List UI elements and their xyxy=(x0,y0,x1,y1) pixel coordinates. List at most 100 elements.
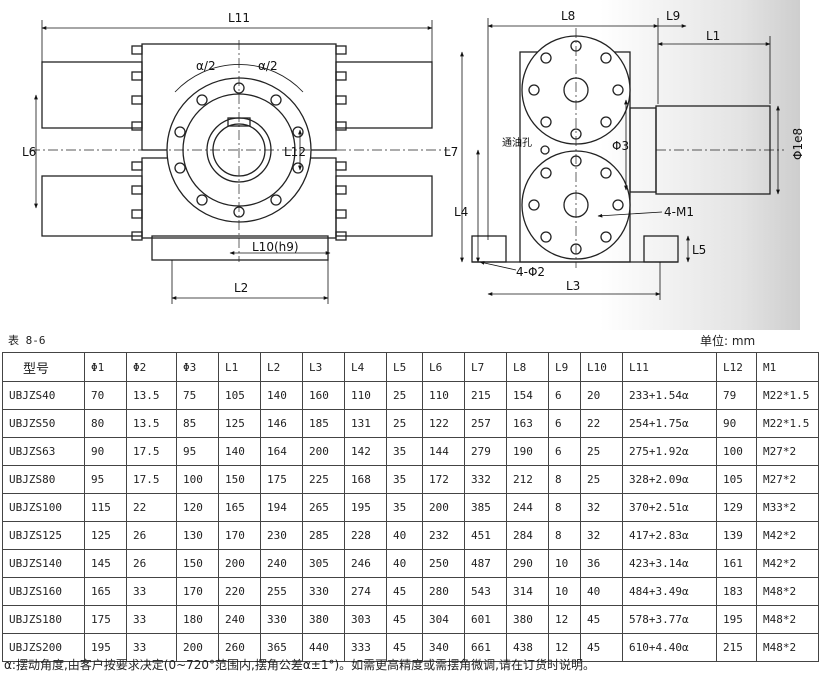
value-cell: M48*2 xyxy=(756,577,819,606)
value-cell: 578+3.77α xyxy=(622,605,717,634)
value-cell: 85 xyxy=(176,409,219,438)
model-cell: UBJZS63 xyxy=(2,437,85,466)
label-phi3: Φ3 xyxy=(612,139,629,153)
value-cell: 12 xyxy=(548,633,581,662)
value-cell: 130 xyxy=(176,521,219,550)
value-cell: 200 xyxy=(176,633,219,662)
value-cell: 6 xyxy=(548,381,581,410)
value-cell: 6 xyxy=(548,437,581,466)
value-cell: 13.5 xyxy=(126,409,177,438)
value-cell: 146 xyxy=(260,409,303,438)
value-cell: M42*2 xyxy=(756,521,819,550)
value-cell: 417+2.83α xyxy=(622,521,717,550)
value-cell: 8 xyxy=(548,465,581,494)
side-dimension-text: L8 L9 L1 Φ1e8 Φ3 L7 L4 4-M1 L5 4-Φ2 L3 通… xyxy=(444,9,805,293)
value-cell: 33 xyxy=(126,605,177,634)
right-studs xyxy=(335,45,347,241)
model-cell: UBJZS140 xyxy=(2,549,85,578)
value-cell: 95 xyxy=(84,465,127,494)
label-vent-hole: 通油孔 xyxy=(502,136,532,149)
value-cell: 79 xyxy=(716,381,757,410)
value-cell: 125 xyxy=(84,521,127,550)
value-cell: 25 xyxy=(386,409,423,438)
value-cell: 244 xyxy=(506,493,549,522)
value-cell: 95 xyxy=(176,437,219,466)
value-cell: 105 xyxy=(218,381,261,410)
value-cell: 100 xyxy=(176,465,219,494)
value-cell: 131 xyxy=(344,409,387,438)
label-l9: L9 xyxy=(666,9,680,23)
label-l5: L5 xyxy=(692,243,706,257)
value-cell: 144 xyxy=(422,437,465,466)
value-cell: 340 xyxy=(422,633,465,662)
footnote: α:摆动角度,由客户按要求决定(0~720°范围内,摆角公差α±1°)。如需更高… xyxy=(4,658,595,672)
value-cell: 40 xyxy=(580,577,623,606)
value-cell: 17.5 xyxy=(126,465,177,494)
value-cell: 150 xyxy=(176,549,219,578)
value-cell: 10 xyxy=(548,577,581,606)
label-4-phi2: 4-Φ2 xyxy=(516,265,545,279)
value-cell: 33 xyxy=(126,577,177,606)
value-cell: 150 xyxy=(218,465,261,494)
background-shade xyxy=(600,0,800,330)
value-cell: 215 xyxy=(716,633,757,662)
model-cell: UBJZS200 xyxy=(2,633,85,662)
value-cell: 140 xyxy=(260,381,303,410)
value-cell: 40 xyxy=(386,549,423,578)
value-cell: 380 xyxy=(302,605,345,634)
column-header: M1 xyxy=(756,352,819,382)
value-cell: M27*2 xyxy=(756,465,819,494)
value-cell: 195 xyxy=(716,605,757,634)
front-dimension-text: L11 α/2 α/2 L6 L12 L10(h9) L2 xyxy=(22,11,306,295)
value-cell: 105 xyxy=(716,465,757,494)
unit-label: 单位: mm xyxy=(700,334,756,348)
value-cell: 12 xyxy=(548,605,581,634)
upper-flange-bolts xyxy=(528,40,624,140)
value-cell: 100 xyxy=(716,437,757,466)
value-cell: 423+3.14α xyxy=(622,549,717,578)
value-cell: 194 xyxy=(260,493,303,522)
value-cell: 154 xyxy=(506,381,549,410)
label-alpha-half-right: α/2 xyxy=(258,59,278,73)
value-cell: 330 xyxy=(302,577,345,606)
value-cell: 185 xyxy=(302,409,345,438)
value-cell: 280 xyxy=(422,577,465,606)
value-cell: 175 xyxy=(84,605,127,634)
value-cell: 543 xyxy=(464,577,507,606)
model-cell: UBJZS125 xyxy=(2,521,85,550)
value-cell: 22 xyxy=(580,409,623,438)
value-cell: 90 xyxy=(84,437,127,466)
value-cell: 180 xyxy=(176,605,219,634)
value-cell: 260 xyxy=(218,633,261,662)
value-cell: 25 xyxy=(580,437,623,466)
value-cell: 45 xyxy=(580,633,623,662)
value-cell: 80 xyxy=(84,409,127,438)
value-cell: 142 xyxy=(344,437,387,466)
value-cell: 232 xyxy=(422,521,465,550)
value-cell: 110 xyxy=(422,381,465,410)
top-left-cylinder-arm xyxy=(41,61,143,129)
value-cell: 122 xyxy=(422,409,465,438)
value-cell: 110 xyxy=(344,381,387,410)
value-cell: 165 xyxy=(218,493,261,522)
value-cell: 35 xyxy=(386,493,423,522)
value-cell: 380 xyxy=(506,605,549,634)
value-cell: 440 xyxy=(302,633,345,662)
value-cell: 190 xyxy=(506,437,549,466)
label-l2: L2 xyxy=(234,281,248,295)
column-header: Φ1 xyxy=(84,352,127,382)
value-cell: 10 xyxy=(548,549,581,578)
value-cell: 172 xyxy=(422,465,465,494)
value-cell: 70 xyxy=(84,381,127,410)
value-cell: 145 xyxy=(84,549,127,578)
value-cell: M33*2 xyxy=(756,493,819,522)
value-cell: 125 xyxy=(218,409,261,438)
model-cell: UBJZS80 xyxy=(2,465,85,494)
label-l1: L1 xyxy=(706,29,720,43)
